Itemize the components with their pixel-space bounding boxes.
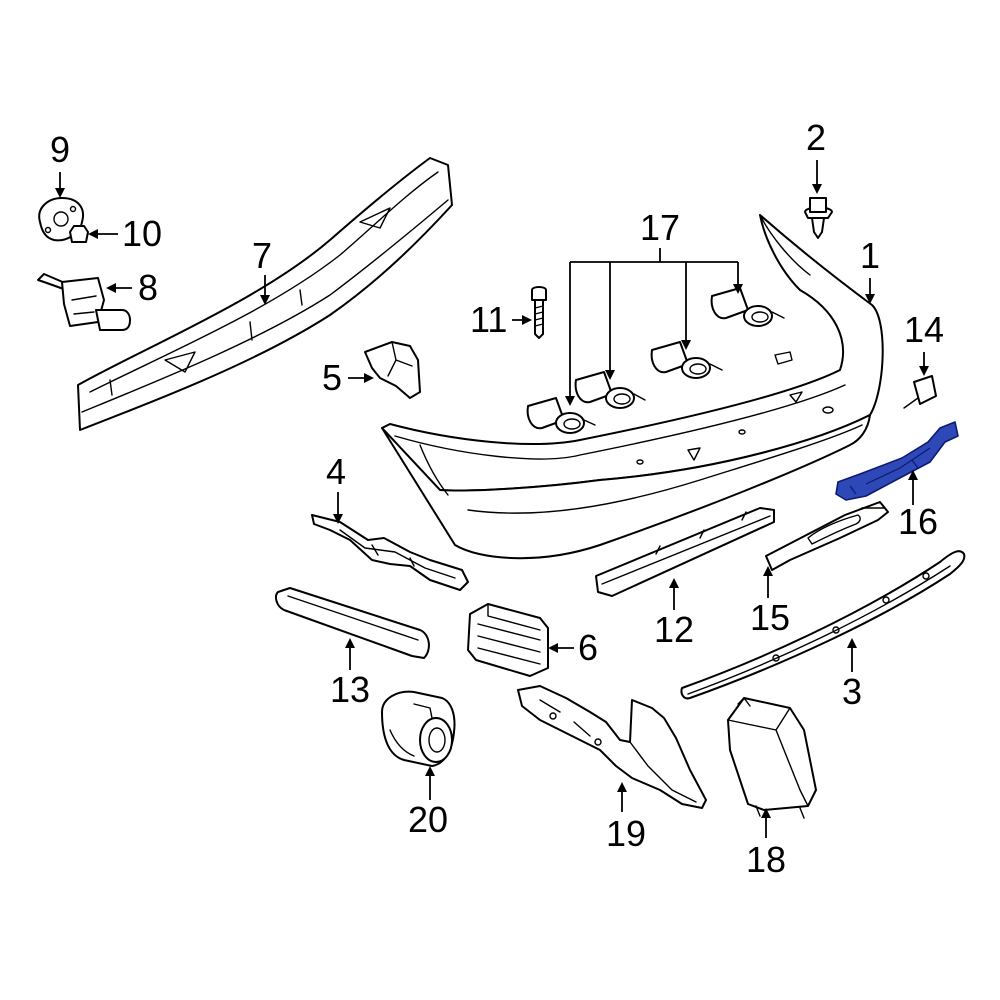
part-4-bracket[interactable] bbox=[311, 514, 469, 591]
part-19-panel-bracket[interactable] bbox=[517, 685, 707, 809]
part-5-bracket[interactable] bbox=[364, 341, 421, 399]
part-16-bracket-highlighted[interactable] bbox=[835, 421, 959, 501]
callout-7: 7 bbox=[252, 235, 272, 276]
part-14-clip[interactable] bbox=[903, 375, 937, 409]
callout-18: 18 bbox=[746, 839, 786, 880]
callout-16: 16 bbox=[898, 501, 938, 542]
callout-9: 9 bbox=[50, 129, 70, 170]
callout-13: 13 bbox=[330, 669, 370, 710]
part-11-bolt[interactable] bbox=[531, 286, 547, 339]
part-2-clip[interactable] bbox=[804, 197, 833, 239]
leader-lines bbox=[55, 160, 929, 838]
part-15-bracket[interactable] bbox=[765, 501, 889, 571]
part-17-sensor-c[interactable] bbox=[650, 341, 723, 379]
callout-20: 20 bbox=[408, 799, 448, 840]
part-12-trim-strip[interactable] bbox=[595, 507, 775, 597]
part-6-grille[interactable] bbox=[467, 603, 549, 677]
callout-3: 3 bbox=[842, 671, 862, 712]
callout-1: 1 bbox=[860, 235, 880, 276]
part-10-nut[interactable] bbox=[69, 225, 89, 243]
callout-11: 11 bbox=[470, 299, 507, 340]
callout-12: 12 bbox=[654, 609, 694, 650]
part-17-sensor-b[interactable] bbox=[574, 371, 646, 409]
callout-2: 2 bbox=[806, 117, 826, 158]
part-17-sensor-a[interactable] bbox=[526, 397, 596, 434]
part-1-bumper-cover[interactable] bbox=[381, 214, 884, 560]
part-3-reinforcement-strip[interactable] bbox=[680, 550, 966, 700]
callout-19: 19 bbox=[606, 813, 646, 854]
callout-8: 8 bbox=[138, 267, 158, 308]
callout-14: 14 bbox=[904, 309, 944, 350]
part-17-sensor-d[interactable] bbox=[710, 287, 785, 327]
callout-labels: 9 10 8 7 5 11 17 2 1 14 16 4 12 15 3 13 … bbox=[50, 117, 944, 880]
part-13-reflector[interactable] bbox=[275, 587, 430, 659]
part-8-absorber[interactable] bbox=[37, 273, 131, 331]
callout-10: 10 bbox=[122, 213, 162, 254]
part-18-control-module[interactable] bbox=[727, 697, 817, 819]
callout-17: 17 bbox=[640, 207, 680, 248]
callout-15: 15 bbox=[750, 597, 790, 638]
callout-4: 4 bbox=[326, 451, 346, 492]
part-20-sensor-housing[interactable] bbox=[381, 690, 456, 767]
callout-5: 5 bbox=[322, 357, 342, 398]
callout-6: 6 bbox=[578, 627, 598, 668]
